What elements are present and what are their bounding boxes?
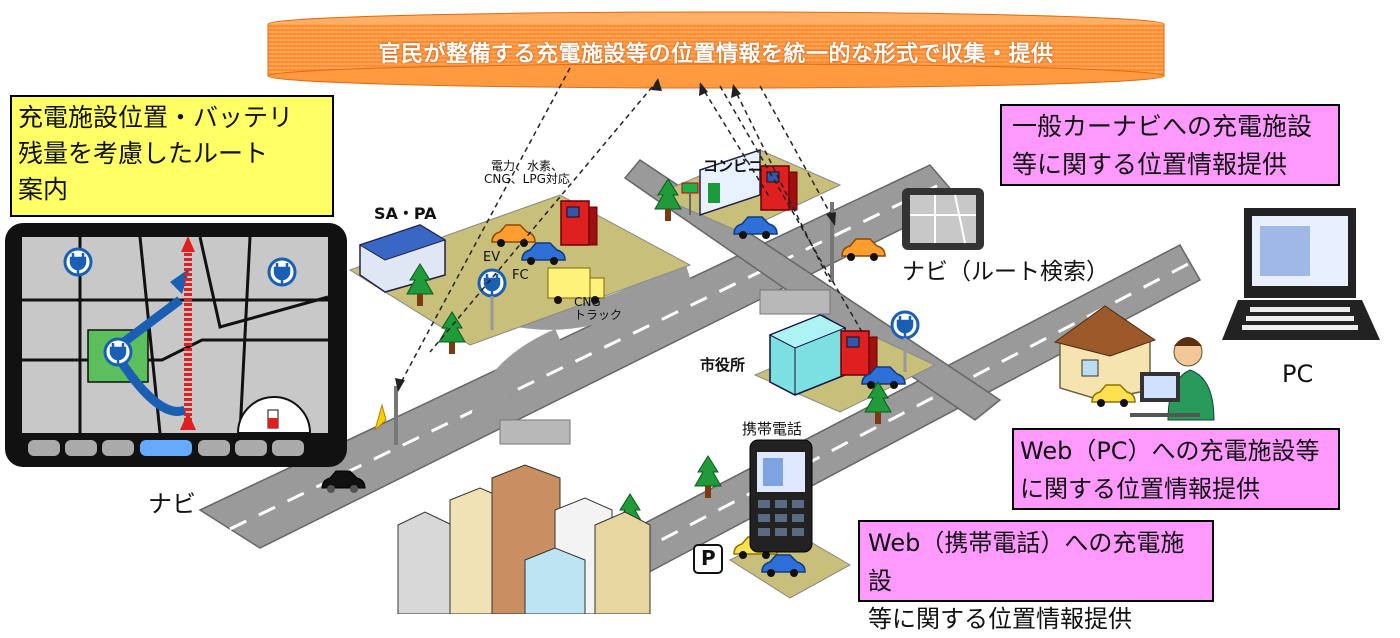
- banner-cylinder: [267, 11, 1165, 89]
- label-cng-truck-line1: CNG: [574, 295, 601, 309]
- label-navi-route-search: ナビ（ルート検索）: [902, 259, 1109, 285]
- city-buildings: [397, 464, 651, 614]
- convenience-store-area: [653, 148, 842, 240]
- callout-route-guidance-line2: 残量を考慮したルート: [18, 139, 269, 168]
- label-sa-pa: SA・PA: [374, 204, 437, 223]
- callout-web-mobile-line1: Web（携帯電話）への充電施設: [868, 529, 1185, 595]
- callout-route-guidance-line1: 充電施設位置・バッテリ: [18, 103, 294, 132]
- cng-truck: [547, 267, 605, 304]
- city-hall-area: [753, 310, 937, 425]
- callout-car-navi-line2: 等に関する位置情報提供: [1012, 150, 1288, 179]
- callout-web-pc-line1: Web（PC）への充電施設等: [1020, 437, 1320, 465]
- house-with-user: [1053, 305, 1215, 421]
- banner-title: 官民が整備する充電施設等の位置情報を統一的な形式で収集・提供: [378, 42, 1054, 67]
- label-fuel-types-line1: 電力、水素、: [490, 159, 563, 173]
- laptop-pc: [1222, 208, 1380, 340]
- callout-route-guidance: 充電施設位置・バッテリ 残量を考慮したルート 案内: [10, 95, 334, 217]
- label-fuel-types: 電力、水素、 CNG、LPG対応: [484, 160, 570, 186]
- label-fc: FC: [512, 268, 529, 283]
- black-car: [321, 470, 366, 493]
- mobile-phone-device: [749, 439, 813, 553]
- label-pc: PC: [1282, 360, 1314, 388]
- callout-web-pc: Web（PC）への充電施設等 に関する位置情報提供: [1012, 428, 1340, 510]
- label-navi: ナビ: [148, 490, 196, 518]
- label-fuel-types-line2: CNG、LPG対応: [484, 172, 570, 186]
- label-cng-truck: CNG トラック: [574, 296, 622, 322]
- sapa-area: [348, 194, 692, 355]
- data-exchange-lines: [397, 67, 863, 389]
- label-convenience-store: コンビニ: [703, 157, 764, 175]
- label-cng-truck-line2: トラック: [574, 308, 623, 322]
- callout-web-mobile: Web（携帯電話）への充電施設 等に関する位置情報提供: [858, 520, 1214, 633]
- callout-web-mobile-line2: 等に関する位置情報提供: [868, 605, 1132, 633]
- callout-web-pc-line2: に関する位置情報提供: [1020, 475, 1260, 503]
- scene-illustration: [5, 11, 1380, 614]
- parking-sign: P: [701, 546, 716, 570]
- label-city-hall: 市役所: [700, 356, 746, 374]
- callout-route-guidance-line3: 案内: [18, 175, 69, 204]
- callout-car-navi: 一般カーナビへの充電施設 等に関する位置情報提供: [1000, 104, 1340, 186]
- label-mobile-phone: 携帯電話: [742, 420, 803, 438]
- callout-car-navi-line1: 一般カーナビへの充電施設: [1012, 112, 1313, 141]
- label-ev: EV: [483, 250, 501, 265]
- navi-route-search-device: [902, 188, 984, 250]
- navi-device: [5, 223, 347, 467]
